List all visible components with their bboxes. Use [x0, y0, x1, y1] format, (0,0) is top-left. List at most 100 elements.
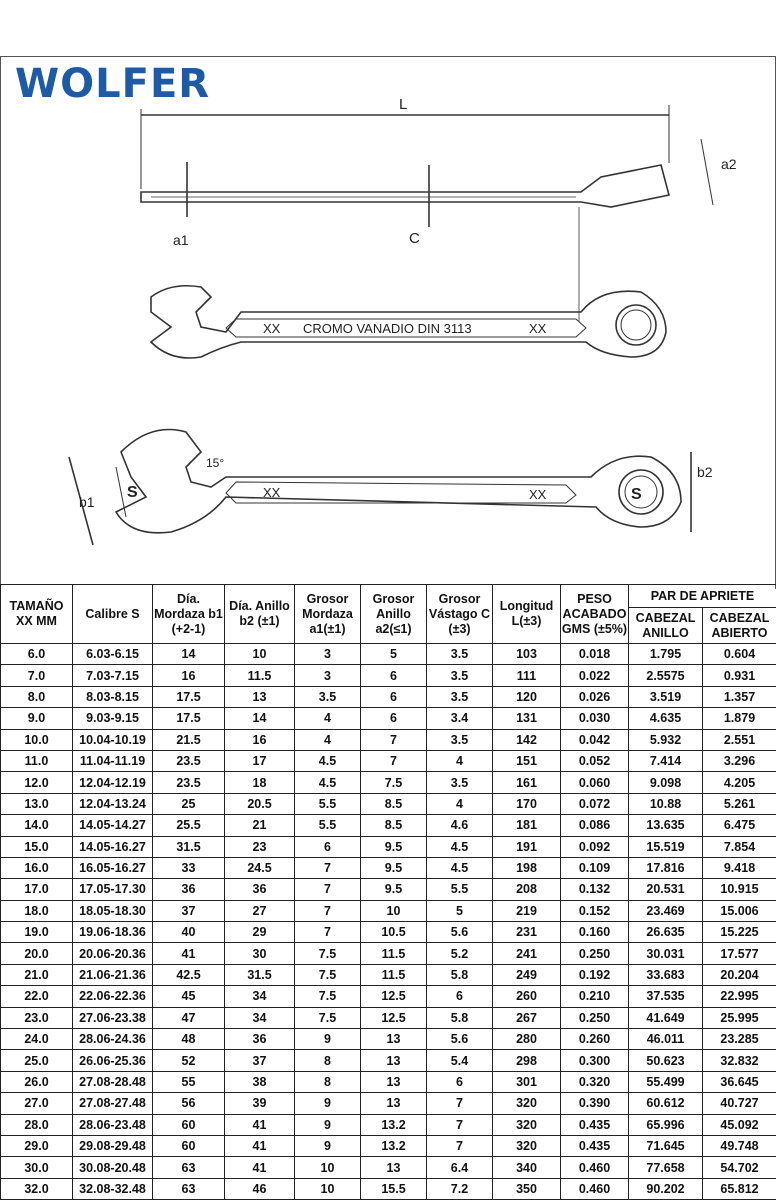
- header-longitud: Longitud L(±3): [492, 584, 561, 644]
- table-cell: 0.250: [560, 1006, 629, 1030]
- table-cell: 20.204: [702, 963, 776, 987]
- table-cell: 36: [152, 878, 225, 901]
- table-cell: 10.04-10.19: [72, 728, 153, 751]
- table-cell: 47: [152, 1006, 225, 1030]
- table-cell: 20.5: [224, 792, 295, 816]
- table-cell: 111: [492, 664, 561, 687]
- table-cell: 13.0: [0, 792, 73, 816]
- table-cell: 23: [224, 835, 295, 858]
- table-cell: 71.645: [628, 1134, 703, 1158]
- table-cell: 5: [360, 642, 427, 666]
- dim-C: C: [409, 230, 420, 247]
- table-cell: 21.0: [0, 963, 73, 987]
- table-cell: 7.854: [702, 835, 776, 858]
- table-cell: 6.4: [426, 1156, 493, 1179]
- table-cell: 13: [360, 1028, 427, 1051]
- table-cell: 0.152: [560, 899, 629, 923]
- table-cell: 22.06-22.36: [72, 985, 153, 1008]
- table-cell: 7.5: [360, 771, 427, 794]
- table-cell: 11.04-11.19: [72, 749, 153, 773]
- table-cell: 3.4: [426, 707, 493, 730]
- table-cell: 45: [152, 985, 225, 1008]
- header-dia-mordaza: Día. Mordaza b1 (+2-1): [152, 584, 225, 644]
- table-cell: 16: [224, 728, 295, 751]
- table-cell: 33.683: [628, 963, 703, 987]
- table-cell: 10.915: [702, 878, 776, 901]
- table-cell: 10: [224, 642, 295, 666]
- table-cell: 21.5: [152, 728, 225, 751]
- table-cell: 6: [426, 985, 493, 1008]
- table-cell: 13: [224, 685, 295, 709]
- table-cell: 5.5: [294, 814, 361, 837]
- table-cell: 103: [492, 642, 561, 666]
- table-cell: 9.03-9.15: [72, 707, 153, 730]
- table-cell: 36: [224, 878, 295, 901]
- table-cell: 0.320: [560, 1070, 629, 1094]
- table-cell: 16.05-16.27: [72, 856, 153, 880]
- table-cell: 38: [224, 1070, 295, 1094]
- table-cell: 3.519: [628, 685, 703, 709]
- table-cell: 21: [224, 814, 295, 837]
- table-cell: 65.812: [702, 1177, 776, 1200]
- table-cell: 25.0: [0, 1049, 73, 1072]
- table-cell: 6.475: [702, 814, 776, 837]
- table-cell: 0.435: [560, 1134, 629, 1158]
- stamp2-right: XX: [529, 487, 547, 502]
- table-cell: 9: [294, 1134, 361, 1158]
- table-cell: 2.5575: [628, 664, 703, 687]
- header-grosor-anillo: Grosor Anillo a2(≤1): [360, 584, 427, 644]
- table-cell: 25.995: [702, 1006, 776, 1030]
- table-cell: 301: [492, 1070, 561, 1094]
- table-cell: 28.06-24.36: [72, 1028, 153, 1051]
- table-cell: 26.0: [0, 1070, 73, 1094]
- table-cell: 18.0: [0, 899, 73, 923]
- table-cell: 9.098: [628, 771, 703, 794]
- table-cell: 41: [224, 1113, 295, 1136]
- table-cell: 1.879: [702, 707, 776, 730]
- brand-logo: WOLFER: [15, 61, 211, 107]
- table-cell: 8.03-8.15: [72, 685, 153, 709]
- table-cell: 17.577: [702, 942, 776, 965]
- table-cell: 20.0: [0, 942, 73, 965]
- table-cell: 36: [224, 1028, 295, 1051]
- table-cell: 8.5: [360, 792, 427, 816]
- table-cell: 0.092: [560, 835, 629, 858]
- table-cell: 0.931: [702, 664, 776, 687]
- table-cell: 19.06-18.36: [72, 921, 153, 944]
- table-cell: 320: [492, 1113, 561, 1136]
- table-cell: 9: [294, 1092, 361, 1115]
- table-cell: 12.04-12.19: [72, 771, 153, 794]
- table-cell: 8.0: [0, 685, 73, 709]
- table-cell: 5.6: [426, 921, 493, 944]
- table-cell: 60: [152, 1113, 225, 1136]
- table-cell: 4: [294, 728, 361, 751]
- table-cell: 0.604: [702, 642, 776, 666]
- table-cell: 0.022: [560, 664, 629, 687]
- table-cell: 7.5: [294, 1006, 361, 1030]
- table-cell: 30.031: [628, 942, 703, 965]
- table-cell: 9.0: [0, 707, 73, 730]
- table-cell: 3.5: [426, 642, 493, 666]
- table-cell: 60: [152, 1134, 225, 1158]
- table-cell: 13: [360, 1049, 427, 1072]
- table-cell: 9.418: [702, 856, 776, 880]
- table-cell: 3.5: [294, 685, 361, 709]
- table-cell: 12.0: [0, 771, 73, 794]
- table-cell: 41.649: [628, 1006, 703, 1030]
- table-cell: 5.5: [294, 792, 361, 816]
- table-cell: 37: [152, 899, 225, 923]
- table-cell: 16.0: [0, 856, 73, 880]
- table-cell: 16: [152, 664, 225, 687]
- table-cell: 41: [224, 1156, 295, 1179]
- table-cell: 4.5: [426, 835, 493, 858]
- table-cell: 9: [294, 1028, 361, 1051]
- table-cell: 10.0: [0, 728, 73, 751]
- table-cell: 0.132: [560, 878, 629, 901]
